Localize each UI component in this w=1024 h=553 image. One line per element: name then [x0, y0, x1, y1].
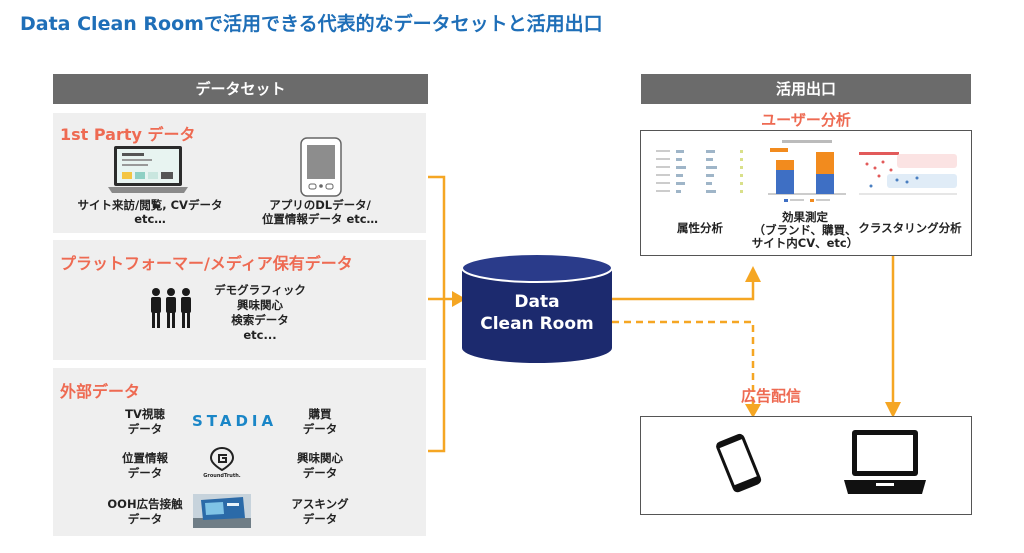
phone-icon	[716, 433, 762, 493]
ooh-label-1: OOH広告接触	[107, 497, 183, 511]
effect-chart-thumbnail	[762, 138, 850, 206]
platformer-line-1: デモグラフィック	[214, 283, 306, 297]
app-label-2: 位置情報データ etc…	[261, 212, 379, 226]
ad-delivery-title: 広告配信	[741, 387, 802, 405]
dcr-label-line-2: Clean Room	[480, 314, 594, 334]
people-icon	[151, 288, 191, 328]
laptop-image	[108, 146, 188, 193]
groundtruth-logo-text: GroundTruth.	[203, 473, 241, 479]
asking-label-1: アスキング	[291, 497, 349, 511]
platformer-line-4: etc...	[243, 328, 277, 342]
location-label-2: データ	[127, 466, 163, 480]
app-label-1: アプリのDLデータ/	[269, 198, 371, 212]
user-analysis-title: ユーザー分析	[761, 111, 851, 129]
arrowhead-to-delivery	[885, 402, 901, 418]
cluster-analysis-label: クラスタリング分析	[858, 221, 962, 235]
attr-analysis-label: 属性分析	[677, 221, 723, 235]
purchase-label-2: データ	[302, 422, 338, 436]
first-party-title: 1st Party データ	[60, 125, 196, 144]
tv-label-2: データ	[127, 422, 163, 436]
purchase-label-1: 購買	[308, 407, 332, 421]
page-title: Data Clean Roomで活用できる代表的なデータセットと活用出口	[20, 13, 603, 35]
effect-label-3: サイト内CV、etc）	[751, 236, 859, 250]
dcr-to-delivery-dashed-line	[612, 320, 755, 404]
data-clean-room-cylinder	[461, 253, 613, 363]
site-label-2: etc…	[134, 212, 166, 226]
site-label-1: サイト来訪/閲覧, CVデータ	[77, 198, 223, 212]
effect-label-1: 効果測定	[782, 210, 828, 224]
arrowhead-to-analysis	[745, 266, 761, 282]
left-bracket-line	[428, 175, 446, 453]
groundtruth-logo-icon	[209, 446, 235, 472]
dcr-label-line-1: Data	[514, 292, 560, 312]
platformer-title: プラットフォーマー/メディア保有データ	[60, 254, 353, 273]
output-header: 活用出口	[641, 74, 971, 104]
dcr-to-analysis-line	[612, 281, 755, 301]
ooh-label-2: データ	[127, 512, 163, 526]
dataset-header: データセット	[53, 74, 428, 104]
laptop-icon	[844, 430, 926, 494]
arrowhead-to-dcr	[452, 291, 466, 307]
smartphone-image	[300, 137, 342, 197]
asking-label-2: データ	[302, 512, 338, 526]
platformer-line-2: 興味関心	[237, 298, 283, 312]
stadia-logo: STADIA	[192, 412, 278, 430]
location-label-1: 位置情報	[122, 451, 168, 465]
interest-label-1: 興味関心	[297, 451, 343, 465]
platformer-panel	[53, 240, 426, 360]
platformer-line-3: 検索データ	[231, 313, 289, 327]
external-title: 外部データ	[60, 382, 141, 401]
attribute-chart-thumbnail	[656, 150, 743, 193]
ooh-billboard-image	[193, 494, 251, 528]
interest-label-2: データ	[302, 466, 338, 480]
effect-label-2: （ブランド、購買、	[753, 223, 857, 237]
clustering-chart-thumbnail	[857, 146, 959, 202]
arrowhead-dashed-to-delivery	[745, 404, 761, 418]
tv-label-1: TV視聴	[125, 407, 165, 421]
